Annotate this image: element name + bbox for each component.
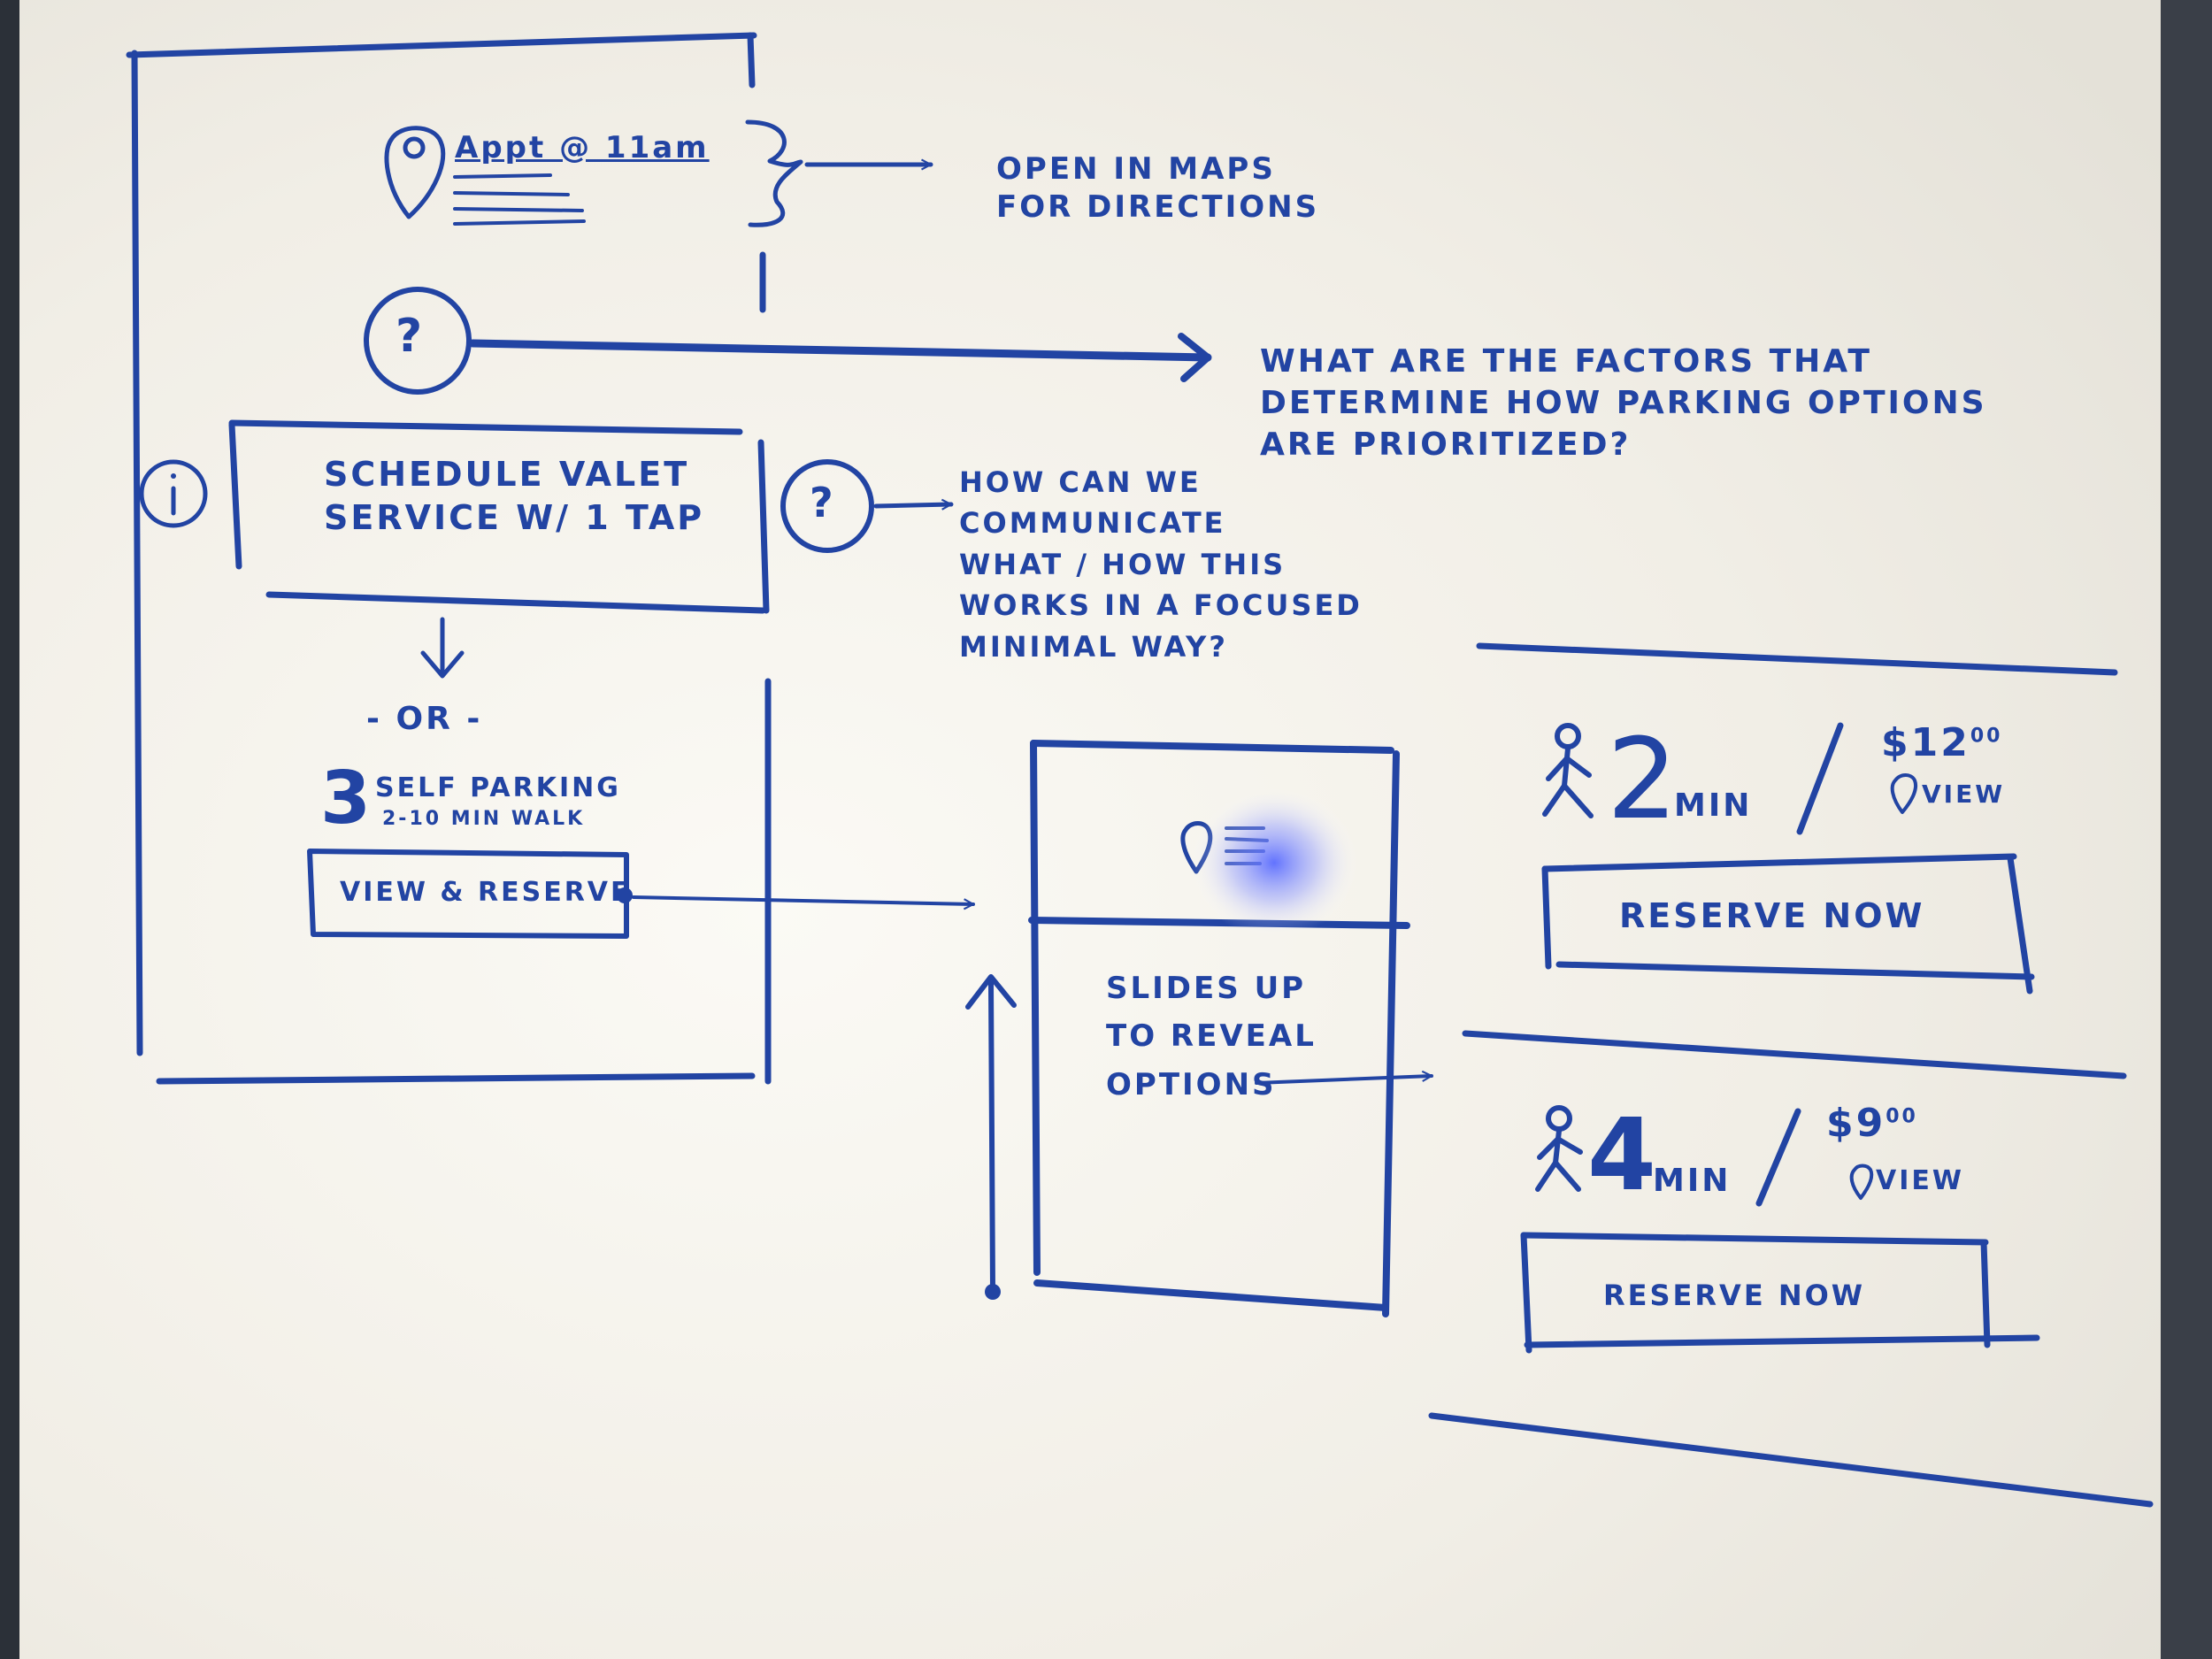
maps-note: Open in maps for directions [996,150,1319,226]
option-2-unit: min [1653,1161,1731,1201]
self-parking-subtitle: 2-10 min walk [382,807,585,832]
option-1-price: $1200 [1881,718,2002,767]
option-2-walk-minutes: 4 [1587,1106,1656,1205]
communicate-question: How can we communicate what / how this w… [959,462,1363,667]
factors-question: What are the factors that determine how … [1260,342,1987,465]
option-1-reserve-button[interactable]: Reserve now [1619,895,1924,938]
option-1-walk-minutes: 2 [1607,724,1678,835]
option-1-price-cents: 00 [1970,725,2003,747]
self-parking-count: 3 [320,763,371,835]
communicate-arrow [876,504,951,506]
option-2-price: $900 [1826,1099,1918,1148]
question-mark-1: ? [396,308,425,365]
slide-note: Slides up to reveal options [1106,964,1317,1109]
valet-button-label[interactable]: Schedule Valet Service w/ 1 tap [324,453,704,541]
appointment-label[interactable]: Appt @ 11am [455,129,710,167]
question-mark-2: ? [810,478,836,529]
board-edge-right [2161,0,2212,1659]
option-2-reserve-button[interactable]: Reserve now [1603,1278,1865,1313]
or-divider: - OR - [366,699,482,739]
self-parking-title: Self Parking [375,772,621,805]
option-1-unit: min [1674,786,1752,826]
option-1-view-link[interactable]: view [1922,779,2005,810]
option-2-price-cents: 00 [1886,1105,1918,1127]
option-2-view-link[interactable]: view [1876,1164,1964,1198]
glare [1190,787,1358,938]
view-reserve-button[interactable]: View & Reserve [340,876,632,910]
